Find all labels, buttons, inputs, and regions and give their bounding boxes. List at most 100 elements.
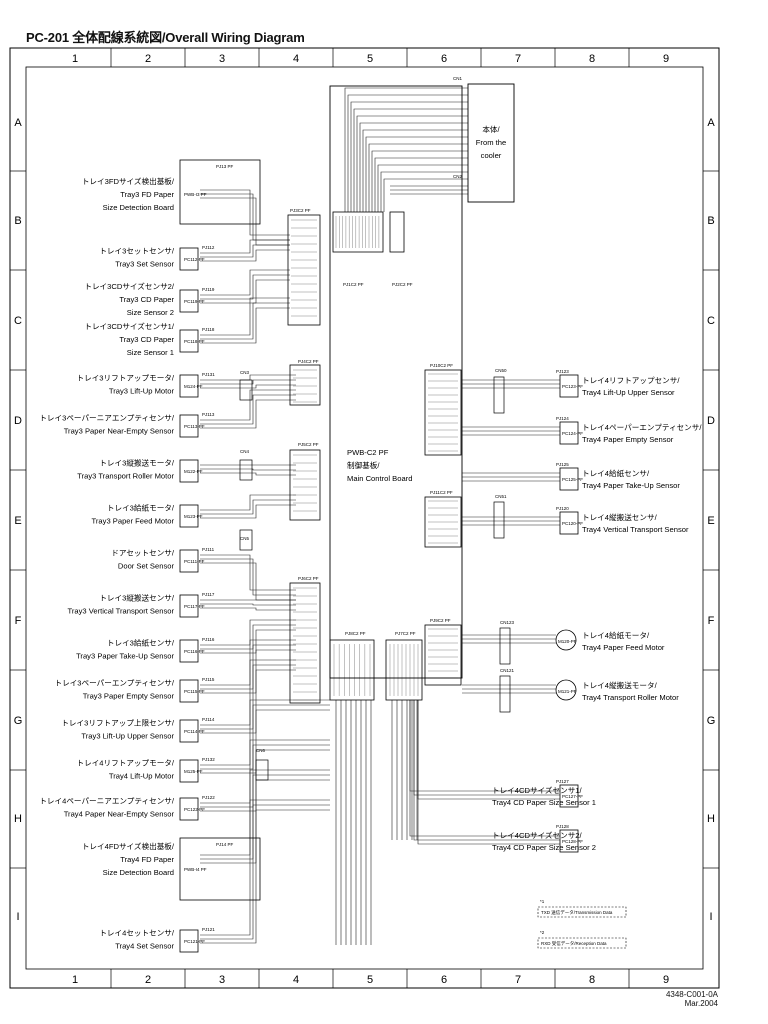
left-component-label: トレイ3ペーパーニアエンプティセンサ/	[39, 414, 175, 423]
note-1-mark: *1	[540, 899, 545, 904]
row-label-left-E: E	[14, 515, 21, 527]
component-body	[559, 829, 579, 853]
component-code: PC120-PF	[562, 521, 583, 526]
left-component-label: トレイ4ペーパーニアエンプティセンサ/	[39, 797, 175, 806]
component-code: M124-PF	[184, 384, 203, 389]
main-board-label-1: PWB-C2 PF	[347, 448, 389, 457]
right-component-label: Tray4 Paper Take-Up Sensor	[582, 481, 680, 490]
row-label-left-H: H	[14, 813, 22, 825]
wire	[200, 804, 330, 940]
inline-connector	[493, 376, 505, 414]
row-label-left-F: F	[15, 615, 22, 627]
wire	[200, 297, 290, 336]
right-component-label: Tray4 Transport Roller Motor	[582, 693, 679, 702]
right-component-label: Tray4 Vertical Transport Sensor	[582, 525, 689, 534]
wire	[200, 399, 296, 429]
wire	[409, 700, 560, 837]
column-label-bottom-9: 9	[663, 974, 669, 986]
pj-connector-label: PJ132	[202, 757, 215, 762]
pj1c2-block	[332, 211, 384, 253]
wire	[200, 244, 290, 258]
component-code: PC125-PF	[562, 477, 583, 482]
pj-connector-label: PJ111	[202, 547, 215, 552]
cn5-label: CN5	[240, 536, 249, 541]
right-component-label: トレイ4ペーパーエンプティセンサ/	[582, 423, 702, 432]
pj3c2-label: PJ3C2 PF	[290, 208, 311, 213]
note-1-text: TXD 送信データ/Transmission Data	[541, 909, 613, 916]
pj-connector-label: PJ122	[202, 795, 215, 800]
page-title: PC-201 全体配線系統図/Overall Wiring Diagram	[26, 30, 305, 45]
left-component-label: トレイ3縦搬送モータ/	[99, 458, 175, 468]
row-label-left-A: A	[14, 117, 22, 129]
wire	[368, 143, 468, 212]
left-component-label: トレイ3縦搬送センサ/	[99, 593, 175, 603]
pj2c2-block	[389, 211, 405, 253]
wire	[359, 122, 468, 212]
wire	[380, 171, 468, 212]
pj8c2-label: PJ8C2 PF	[345, 631, 366, 636]
column-label-bottom-1: 1	[72, 974, 78, 986]
column-label-top-6: 6	[441, 53, 447, 65]
motor-symbol	[555, 629, 577, 651]
inline-connector	[239, 529, 253, 551]
left-component-label: Tray3 CD Paper	[119, 335, 174, 344]
column-label-top-9: 9	[663, 53, 669, 65]
wire	[200, 649, 296, 694]
component-body	[179, 414, 199, 438]
component-code: PC123-PF	[562, 384, 583, 389]
wire	[200, 554, 296, 591]
left-component-label: トレイ3給紙モータ/	[107, 503, 175, 513]
component-code: PC111-PF	[184, 559, 205, 564]
column-label-bottom-2: 2	[145, 974, 151, 986]
wire	[377, 164, 468, 212]
wire	[200, 494, 296, 511]
wire	[200, 629, 296, 654]
cn2-label: CN2	[453, 174, 462, 179]
wire	[200, 603, 296, 606]
pwb-i3-label: PWB-I3 PF	[184, 192, 207, 197]
row-label-left-B: B	[14, 215, 21, 227]
wire	[365, 136, 468, 212]
cooler-label-2: From the	[476, 138, 506, 147]
component-body	[559, 374, 579, 398]
right-component-label: トレイ4給紙モータ/	[582, 630, 650, 640]
component-code: PC112-PF	[184, 257, 205, 262]
wire	[200, 704, 330, 770]
pj-connector-label: PJ115	[202, 677, 215, 682]
row-label-right-H: H	[707, 813, 715, 825]
wire	[200, 307, 290, 344]
right-component-label: トレイ4給紙センサ/	[582, 468, 650, 478]
wire	[200, 374, 296, 381]
pj-connector-label: PJ112	[202, 245, 215, 250]
document-code: 4348-C001-0A Mar.2004	[666, 990, 718, 1008]
wire	[200, 664, 296, 730]
wire	[200, 379, 296, 385]
wire	[383, 178, 468, 212]
row-label-right-F: F	[708, 615, 715, 627]
wire	[200, 669, 296, 734]
cooler-label-3: cooler	[481, 151, 502, 160]
wire	[409, 700, 560, 792]
cooler-label-1: 本体/	[482, 124, 500, 134]
left-component-label: Tray4 Lift-Up Motor	[109, 772, 175, 781]
component-body	[559, 421, 579, 445]
inline-connector	[493, 501, 505, 539]
left-component-label: Tray4 Paper Near-Empty Sensor	[64, 810, 175, 819]
component-code: M121-PF	[558, 689, 577, 694]
column-label-top-2: 2	[145, 53, 151, 65]
left-component-label: トレイ3CDサイズセンサ2/	[84, 281, 175, 291]
inline-connector	[255, 759, 269, 781]
component-code: M122-PF	[184, 469, 203, 474]
pj6c2-label: PJ6C2 PF	[298, 576, 319, 581]
wire	[200, 558, 296, 596]
bottom-connector-block	[329, 639, 375, 701]
note-2-mark: *2	[540, 930, 545, 935]
column-label-top-4: 4	[293, 53, 299, 65]
wire	[200, 744, 330, 808]
left-component-label: Size Detection Board	[103, 868, 174, 877]
component-code: PC118-PF	[184, 339, 205, 344]
row-label-left-D: D	[14, 415, 22, 427]
note-1-box	[537, 906, 627, 918]
left-component-label: Door Set Sensor	[118, 562, 175, 571]
